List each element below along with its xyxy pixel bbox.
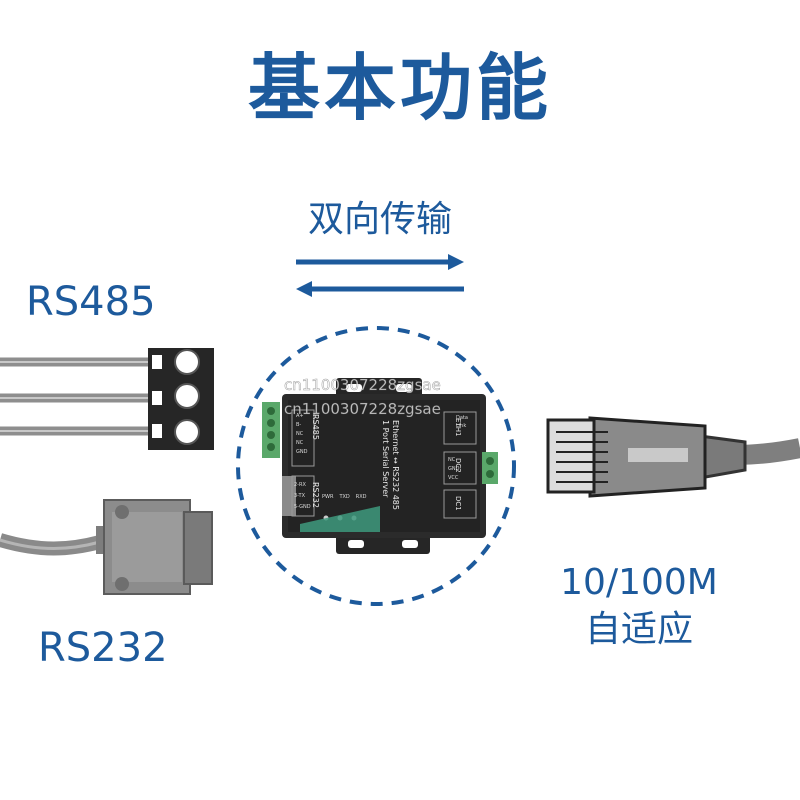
eth-led-label: Data [456, 415, 468, 421]
device-rs485-pins: A+ B- NC NC GND [296, 412, 307, 457]
device-rs232-pins: 2-RX 3-TX 5-GND [294, 480, 311, 513]
device-heading-line1: Ethernet ↔ RS232 485 [391, 420, 400, 510]
rs485-pin: NC [296, 440, 304, 446]
device-leds: PWR TXD RXD [322, 494, 367, 500]
device-eth-leds: Data Link [456, 414, 468, 430]
rs485-pin: GND [296, 449, 308, 455]
rs232-pin: 5-GND [294, 504, 311, 510]
device-rs232-label: RS232 [311, 482, 320, 508]
page-title: 基本功能 [247, 46, 552, 130]
serial-server-device-icon [262, 378, 498, 554]
ethernet-rj45-plug-icon [546, 416, 800, 498]
rs232-pin: 2-RX [294, 482, 306, 488]
bidirectional-arrows-icon [296, 254, 464, 297]
watermark-text: cn1100307228zgsae [284, 400, 441, 419]
rs485-pin: A+ [296, 413, 304, 419]
device-heading: Ethernet ↔ RS232 485 1 Port Serial Serve… [380, 420, 400, 510]
device-highlight-circle [236, 326, 516, 606]
device-dc2-pins: NC GND VCC [448, 456, 459, 483]
dc2-pin: NC [448, 457, 456, 463]
rs485-pin: B- [296, 422, 302, 428]
rs232-label: RS232 [38, 625, 168, 671]
led-label: PWR [322, 494, 334, 500]
rs485-label: RS485 [26, 279, 156, 325]
subtitle-bidirectional: 双向传输 [307, 199, 452, 240]
led-label: TXD [339, 494, 350, 500]
watermark-text: cn1100307228zgsae [284, 376, 441, 395]
rs485-pin: NC [296, 431, 304, 437]
ethernet-auto-label: 自适应 [584, 609, 693, 650]
ethernet-speed-label: 10/100M [560, 562, 718, 603]
eth-led-label: Link [456, 423, 467, 429]
dc2-pin: GND [448, 466, 460, 472]
dc2-pin: VCC [448, 475, 459, 481]
device-dc1-label: DC1 [454, 496, 462, 511]
led-label: RXD [355, 494, 367, 500]
rs232-db9-connector-icon [0, 499, 213, 595]
rs232-pin: 3-TX [294, 493, 306, 499]
rs485-cable-icon [0, 348, 214, 450]
device-heading-line2: 1 Port Serial Server [381, 420, 390, 498]
